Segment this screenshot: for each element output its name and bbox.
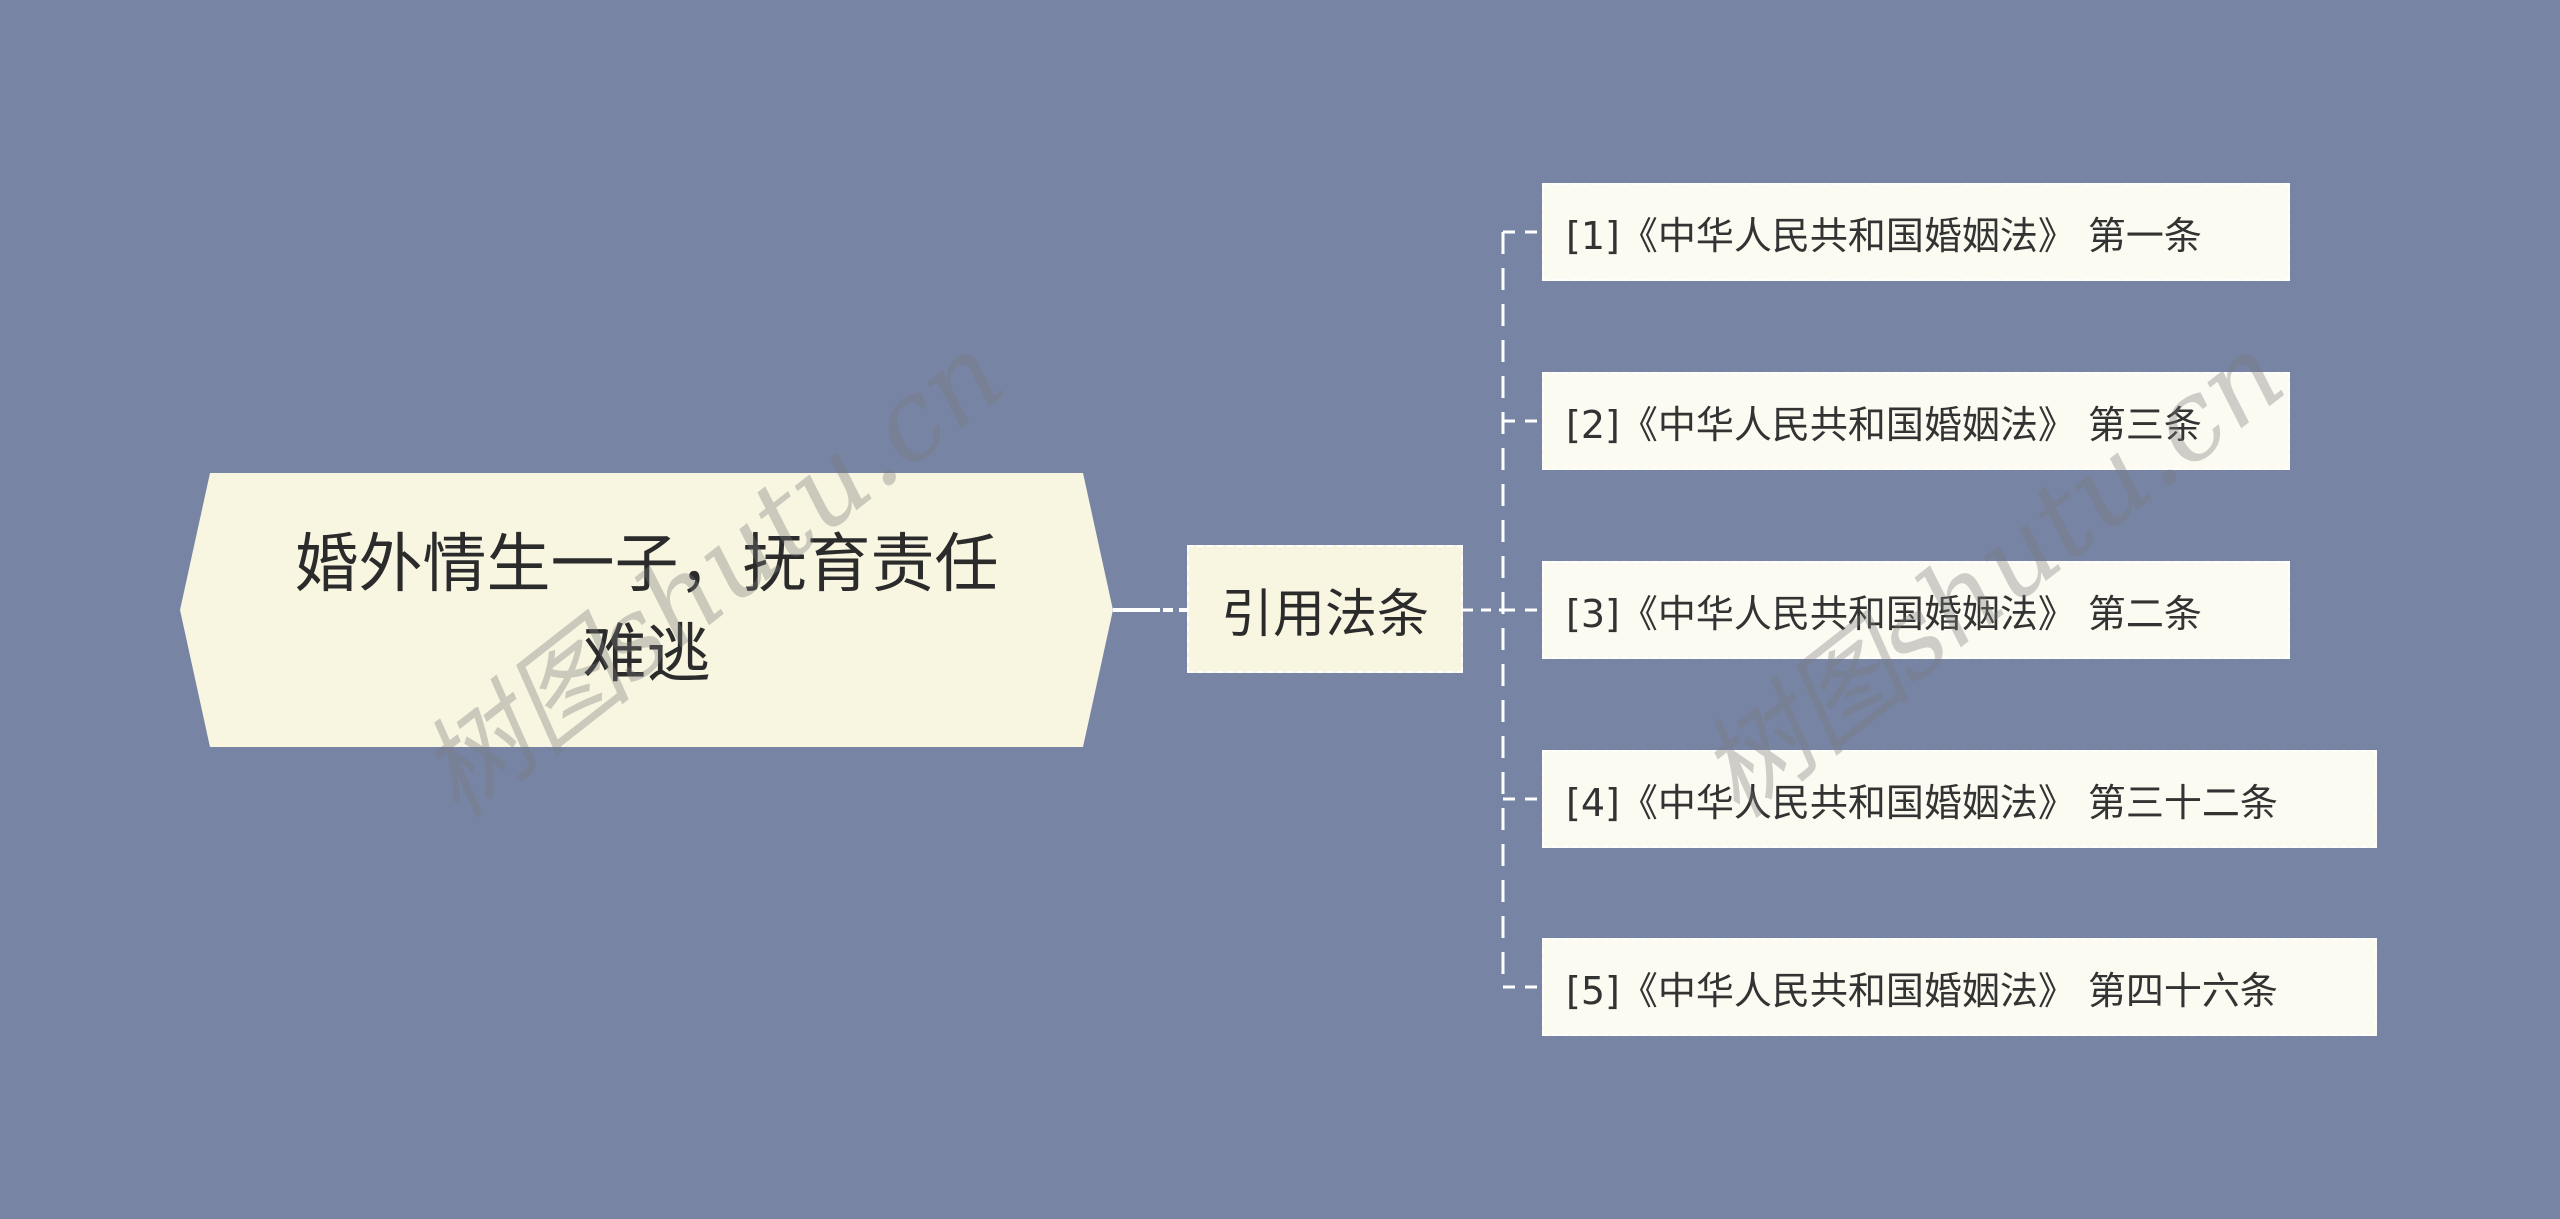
root-node-text: 婚外情生一子，抚育责任 难逃 bbox=[220, 513, 1073, 707]
leaf-label: [2]《中华人民共和国婚姻法》 第三条 bbox=[1566, 402, 2202, 447]
root-title-line2: 难逃 bbox=[582, 618, 711, 692]
root-node[interactable]: 婚外情生一子，抚育责任 难逃 bbox=[180, 473, 1113, 747]
leaf-node-4[interactable]: [4]《中华人民共和国婚姻法》 第三十二条 bbox=[1542, 750, 2377, 848]
leaf-label: [4]《中华人民共和国婚姻法》 第三十二条 bbox=[1566, 780, 2278, 825]
root-node-shape bbox=[180, 473, 1113, 747]
branch-node-cited-laws[interactable]: 引用法条 bbox=[1187, 545, 1463, 673]
leaf-node-5[interactable]: [5]《中华人民共和国婚姻法》 第四十六条 bbox=[1542, 938, 2377, 1036]
leaf-node-2[interactable]: [2]《中华人民共和国婚姻法》 第三条 bbox=[1542, 372, 2290, 470]
branch-node-label: 引用法条 bbox=[1220, 584, 1429, 645]
leaf-node-1[interactable]: [1]《中华人民共和国婚姻法》 第一条 bbox=[1542, 183, 2290, 281]
leaf-label: [5]《中华人民共和国婚姻法》 第四十六条 bbox=[1566, 968, 2278, 1013]
leaf-label: [3]《中华人民共和国婚姻法》 第二条 bbox=[1566, 591, 2202, 636]
leaf-node-3[interactable]: [3]《中华人民共和国婚姻法》 第二条 bbox=[1542, 561, 2290, 659]
leaf-label: [1]《中华人民共和国婚姻法》 第一条 bbox=[1566, 213, 2202, 258]
root-title-line1: 婚外情生一子，抚育责任 bbox=[294, 528, 999, 602]
